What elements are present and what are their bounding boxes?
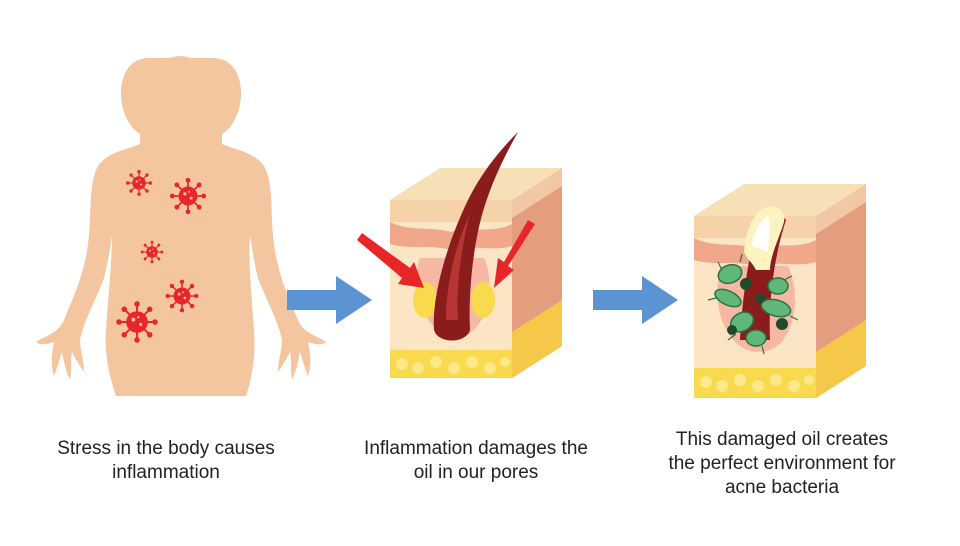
human-body-figure: [36, 56, 326, 396]
step-1-caption: Stress in the body causes inflammation: [28, 437, 304, 485]
caption-line: Stress in the body causes: [57, 438, 275, 459]
caption-line: oil in our pores: [413, 462, 539, 483]
caption-line: Inflammation damages the: [364, 438, 588, 459]
caption-line: acne bacteria: [724, 477, 840, 498]
caption-line: the perfect environment for: [668, 453, 896, 474]
red-arrow-icon: [357, 220, 535, 288]
skin-cross-section-inflamed: [390, 132, 562, 378]
step-3-caption: This damaged oil creates the perfect env…: [648, 428, 916, 500]
caption-line: inflammation: [112, 462, 220, 483]
skin-cross-section-bacteria: [694, 184, 866, 398]
bacteria-icon: [707, 253, 799, 355]
flow-arrow-icon: [287, 276, 372, 324]
caption-line: This damaged oil creates: [675, 429, 889, 450]
step-2-caption: Inflammation damages the oil in our pore…: [340, 437, 612, 485]
flow-arrow-icon: [593, 276, 678, 324]
